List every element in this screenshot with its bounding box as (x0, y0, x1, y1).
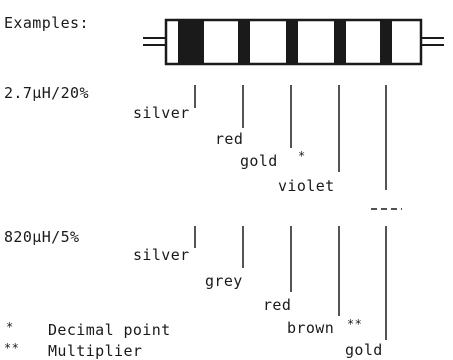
band-4 (334, 20, 346, 64)
component-leads (143, 37, 444, 46)
example1-value: 2.7µH/20% (4, 84, 89, 102)
legend-2-text: Multiplier (48, 342, 143, 360)
example2-band-1-label: silver (133, 246, 190, 264)
color-bands (178, 20, 392, 64)
example2-leader-lines (194, 226, 387, 340)
example2-band-2-label: grey (205, 272, 243, 290)
legend-1-text: Decimal point (48, 321, 171, 339)
examples-heading: Examples: (4, 14, 89, 32)
example2-band-4-label: brown (287, 319, 335, 337)
example2-value: 820µH/5% (4, 228, 80, 246)
band-3 (286, 20, 298, 64)
example1-band-1-label: silver (133, 104, 190, 122)
band-2 (238, 20, 250, 64)
example1-band-3-label: gold (240, 152, 278, 170)
example1-leader-lines (194, 85, 402, 210)
legend-2-mark: ** (4, 341, 20, 355)
example2-band-5-label: gold (345, 341, 383, 359)
example2-band-3-label: red (263, 296, 292, 314)
band-1 (178, 20, 204, 64)
legend-1-mark: * (6, 320, 14, 334)
band-5 (380, 20, 392, 64)
example1-band-2-label: red (215, 130, 244, 148)
decimal-point-marker: * (298, 149, 306, 163)
example1-band-4-label: violet (278, 177, 335, 195)
multiplier-marker: ** (347, 317, 363, 331)
